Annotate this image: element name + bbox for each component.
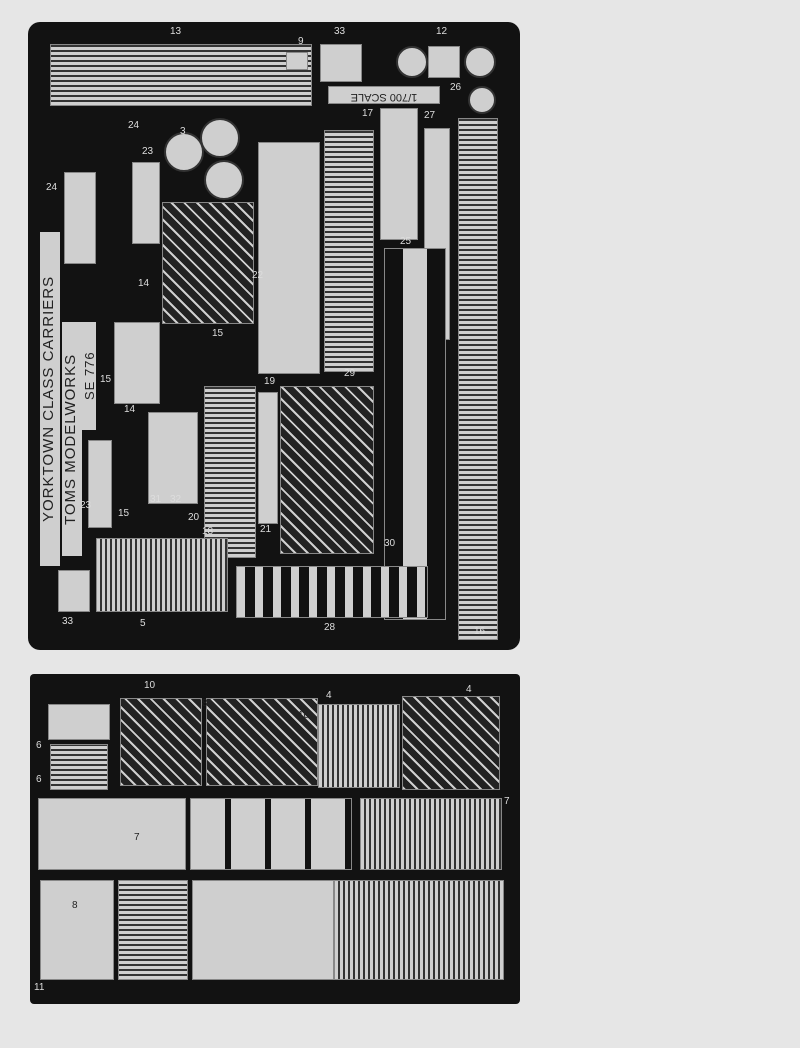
part-24 xyxy=(64,172,96,264)
label-6b: 6 xyxy=(36,774,42,785)
part-8-bottom xyxy=(40,880,114,980)
label-23b: 23 xyxy=(80,500,92,511)
part-8-10 xyxy=(206,698,318,786)
part-7-left xyxy=(38,798,186,870)
label-14: 14 xyxy=(138,278,150,289)
label-4: 4 xyxy=(326,690,332,701)
part-3-circle-1 xyxy=(164,132,204,172)
part-ladders xyxy=(118,880,188,980)
part-33-bottom xyxy=(58,570,90,612)
part-33-top xyxy=(320,44,362,82)
label-28: 28 xyxy=(324,622,336,633)
part-17 xyxy=(324,130,374,372)
part-25 xyxy=(380,108,418,240)
label-15c: 15 xyxy=(118,508,130,519)
part-22-frame xyxy=(258,142,320,374)
part-wedge xyxy=(162,202,254,324)
part-7-right xyxy=(360,798,502,870)
label-24: 24 xyxy=(128,120,140,131)
label-26: 26 xyxy=(450,82,462,93)
label-9: 9 xyxy=(298,36,304,47)
label-17: 17 xyxy=(362,108,374,119)
part-4-right xyxy=(402,696,500,790)
label-16: 16 xyxy=(474,626,486,637)
label-32: 32 xyxy=(170,494,182,505)
part-29-trusses xyxy=(280,386,374,554)
sheet-title: YORKTOWN CLASS CARRIERS xyxy=(40,232,60,566)
part-6-bottom xyxy=(50,744,108,790)
scale-label-plate: 1/700 SCALE xyxy=(328,86,440,104)
label-10b: 10 xyxy=(298,710,310,721)
label-22: 22 xyxy=(252,270,264,281)
part-circle-a xyxy=(396,46,428,78)
part-26-circle xyxy=(468,86,496,114)
photo-etch-fret-main: 1/700 SCALE YORKTOWN CLASS CARRIERS TOMS… xyxy=(28,22,520,650)
part-23 xyxy=(132,162,160,244)
label-10: 10 xyxy=(144,680,156,691)
label-31: 31 xyxy=(150,494,162,505)
part-28-strip xyxy=(236,566,428,618)
label-14b: 14 xyxy=(124,404,136,415)
label-21: 21 xyxy=(260,524,272,535)
label-24b: 24 xyxy=(46,182,58,193)
label-13: 13 xyxy=(170,26,182,37)
label-7: 7 xyxy=(504,796,510,807)
part-grilles xyxy=(334,880,504,980)
label-11: 11 xyxy=(34,982,45,993)
label-25: 25 xyxy=(400,236,412,247)
label-29: 29 xyxy=(344,368,356,379)
maker-name: TOMS MODELWORKS xyxy=(62,322,82,556)
part-circle-b xyxy=(464,46,496,78)
part-frames xyxy=(192,880,334,980)
part-18-20 xyxy=(204,386,256,558)
label-33: 33 xyxy=(334,26,346,37)
part-9 xyxy=(286,52,308,70)
part-boats xyxy=(190,798,352,870)
label-7b: 7 xyxy=(134,832,140,843)
part-14-15 xyxy=(114,322,160,404)
label-12: 12 xyxy=(436,26,448,37)
label-4b: 4 xyxy=(466,684,472,695)
part-31-32 xyxy=(148,412,198,504)
label-20: 20 xyxy=(188,512,200,523)
part-23-lower xyxy=(88,440,112,528)
part-30-crane xyxy=(384,248,446,620)
part-12 xyxy=(428,46,460,78)
label-30: 30 xyxy=(384,538,396,549)
label-19: 19 xyxy=(264,376,276,387)
scale-label: 1/700 SCALE xyxy=(350,91,418,103)
label-5: 5 xyxy=(140,618,146,629)
part-3-circle-2 xyxy=(200,118,240,158)
label-27: 27 xyxy=(424,110,436,121)
part-16-long-rail xyxy=(458,118,498,640)
part-6-top xyxy=(48,704,110,740)
part-13-grille xyxy=(50,44,312,106)
label-3: 3 xyxy=(180,126,186,137)
label-15: 15 xyxy=(212,328,224,339)
label-33b: 33 xyxy=(62,616,74,627)
part-3-circle-3 xyxy=(204,160,244,200)
part-21 xyxy=(258,392,278,524)
label-18: 18 xyxy=(202,526,214,537)
part-5-deck xyxy=(96,538,228,612)
label-15b: 15 xyxy=(100,374,112,385)
label-6: 6 xyxy=(36,740,42,751)
label-23: 23 xyxy=(142,146,154,157)
part-4-left xyxy=(318,704,400,788)
part-10-left xyxy=(120,698,202,786)
label-8: 8 xyxy=(202,698,208,709)
photo-etch-fret-secondary: 10 8 10 4 4 6 6 7 7 8 11 xyxy=(30,674,520,1004)
label-8b: 8 xyxy=(72,900,78,911)
set-code: SE 776 xyxy=(82,322,97,430)
